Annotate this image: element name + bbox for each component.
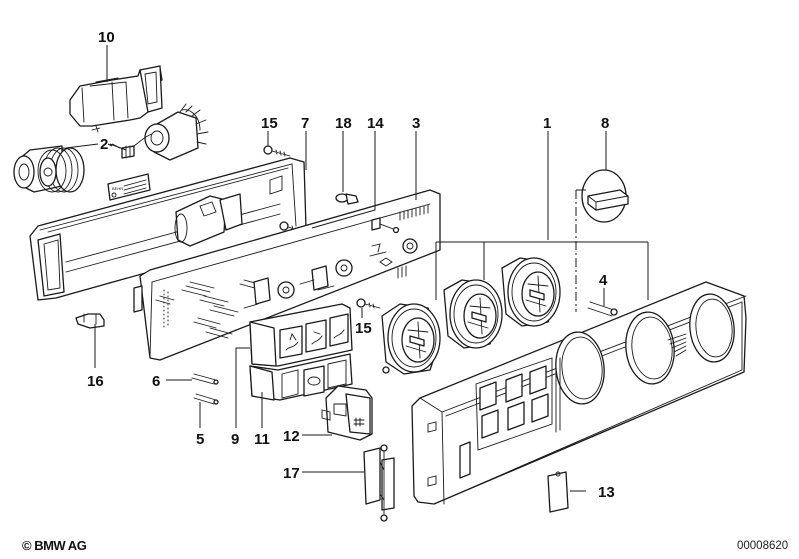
part-5-contact-pin[interactable] (193, 393, 219, 405)
rotary-knob-middle[interactable] (443, 279, 503, 349)
rotary-knob-left[interactable] (381, 303, 441, 375)
callout-labels: 10 2 15 7 18 14 3 1 8 4 15 16 6 5 9 11 1… (87, 29, 615, 501)
part-12-defrost-switch[interactable] (321, 385, 373, 441)
nameplate-brand: BEHR (112, 186, 123, 191)
part-8-control-knob[interactable] (581, 169, 629, 223)
callout-17[interactable]: 17 (283, 465, 300, 482)
part-6-contact-pin[interactable] (191, 373, 219, 385)
part-14-screw-detail (371, 217, 400, 234)
front-bezel[interactable] (411, 281, 747, 505)
callout-15-top[interactable]: 15 (261, 115, 278, 132)
callout-10[interactable]: 10 (98, 29, 115, 46)
callout-8[interactable]: 8 (601, 115, 609, 132)
part-16-connector-clip[interactable] (75, 313, 105, 329)
callout-7[interactable]: 7 (301, 115, 309, 132)
callout-11[interactable]: 11 (254, 431, 270, 448)
callout-16[interactable]: 16 (87, 373, 104, 390)
callout-15-middle[interactable]: 15 (355, 320, 372, 337)
part-13-blanking-cover[interactable] (547, 471, 569, 513)
callout-18[interactable]: 18 (335, 115, 352, 132)
copyright-label: © BMW AG (22, 538, 87, 553)
part-9-upper-switch-block[interactable] (249, 303, 353, 367)
part-3-circuit-board[interactable] (133, 189, 441, 361)
callout-12[interactable]: 12 (283, 428, 300, 445)
part-7-carrier-frame[interactable]: BEHR (29, 145, 307, 301)
callout-13[interactable]: 13 (598, 484, 615, 501)
callout-6[interactable]: 6 (152, 373, 160, 390)
part-18-bulb[interactable] (335, 193, 359, 205)
part-4-pin[interactable] (587, 301, 618, 317)
part-11-lower-switch-block[interactable] (249, 353, 353, 401)
part-1-rotary-knob-set[interactable] (381, 257, 561, 375)
part-17-hinge-bracket[interactable] (363, 444, 395, 522)
callout-4[interactable]: 4 (599, 272, 608, 289)
part-15-screw-middle[interactable] (356, 298, 381, 309)
callout-5[interactable]: 5 (196, 431, 204, 448)
callout-1[interactable]: 1 (543, 115, 551, 132)
rotary-knob-right[interactable] (501, 257, 561, 327)
callout-3[interactable]: 3 (412, 115, 420, 132)
leader-lines (65, 45, 649, 492)
callout-14[interactable]: 14 (367, 115, 384, 132)
callout-9[interactable]: 9 (231, 431, 239, 448)
diagram-id-label: 00008620 (737, 540, 789, 552)
part-2-rotary-switch[interactable] (13, 103, 209, 193)
part-10-holder-frame[interactable] (69, 65, 163, 133)
callout-2[interactable]: 2 (100, 136, 108, 153)
